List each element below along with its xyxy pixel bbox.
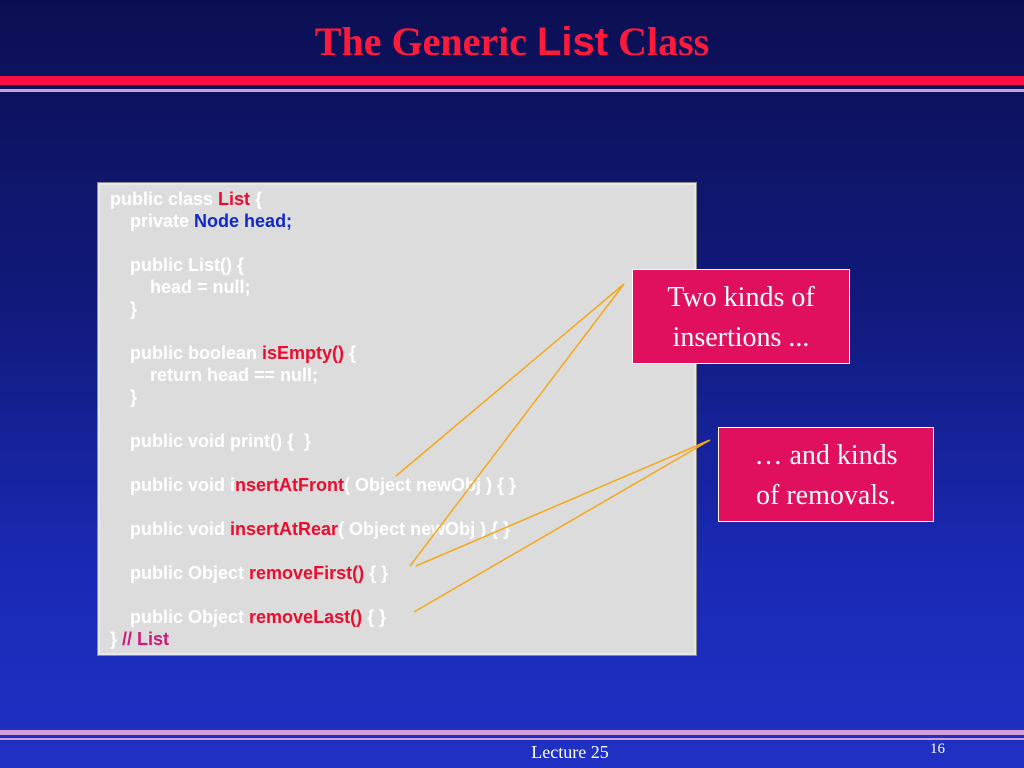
callout-insertions-line1: Two kinds of: [667, 282, 815, 313]
code-listing-box: public class List { private Node head; p…: [97, 182, 697, 656]
code-line-constructor-close: }: [110, 299, 138, 319]
code-line-remove-last: public Object removeLast() { }: [110, 607, 387, 627]
footer-lecture-label: Lecture 25: [531, 742, 609, 762]
footer-divider-line: [0, 730, 1024, 735]
title-accent-bar: [0, 76, 1024, 85]
code-line-isempty: public boolean isEmpty() {: [110, 343, 357, 363]
callout-removals-line1: … and kinds: [754, 440, 898, 471]
footer-divider-line-thin: [0, 738, 1024, 740]
code-line-insert-rear: public void insertAtRear( Object newObj …: [110, 519, 511, 539]
code-line-isempty-body: return head == null;: [110, 365, 319, 385]
callout-removals-line2: of removals.: [756, 480, 896, 511]
title-divider-line: [0, 89, 1024, 92]
title-text-list: List: [536, 20, 609, 64]
code-line-isempty-close: }: [110, 387, 138, 407]
callout-insertions-line2: insertions ...: [672, 322, 810, 353]
title-text-post: Class: [608, 19, 710, 64]
code-line-constructor-body: head = null;: [110, 277, 251, 297]
code-line-class-decl: public class List {: [110, 189, 263, 209]
slide-title: The Generic List Class: [0, 18, 1024, 65]
title-text-pre: The Generic: [314, 19, 537, 64]
code-line-insert-front: public void insertAtFront( Object newObj…: [110, 475, 517, 495]
code-line-print: public void print() { }: [110, 431, 311, 451]
code-line-constructor: public List() {: [110, 255, 244, 275]
code-line-class-close: } // List: [110, 629, 170, 649]
callout-insertions: Two kinds of insertions ...: [632, 269, 850, 364]
code-line-remove-first: public Object removeFirst() { }: [110, 563, 389, 583]
code-line-field: private Node head;: [110, 211, 293, 231]
slide-number: 16: [930, 741, 945, 757]
callout-removals: … and kinds of removals.: [718, 427, 934, 522]
